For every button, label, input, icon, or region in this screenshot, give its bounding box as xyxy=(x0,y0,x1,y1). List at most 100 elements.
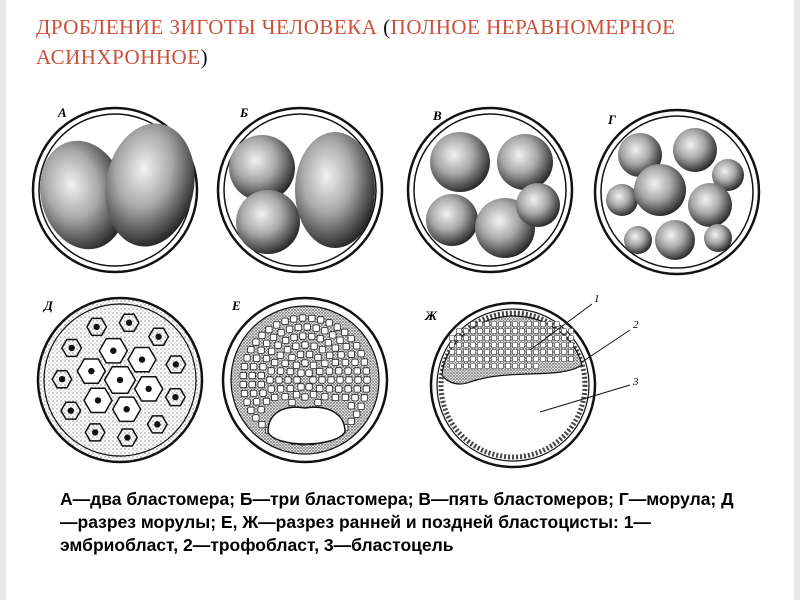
callout-line-3 xyxy=(539,384,631,413)
embryoblast-cell xyxy=(512,356,518,362)
cell-nucleus xyxy=(67,407,74,414)
embryoblast-cell xyxy=(540,321,546,327)
blastomere-cell xyxy=(333,323,341,331)
blastomere-cell xyxy=(243,354,251,362)
embryoblast-cell xyxy=(533,328,539,334)
blastomere-cell xyxy=(267,367,275,375)
embryoblast-cell xyxy=(505,335,511,341)
embryoblast-cell xyxy=(449,356,455,362)
blastomere-cell xyxy=(308,332,316,341)
blastomere-cell xyxy=(309,376,317,384)
zona-pellucida-inner xyxy=(600,115,754,269)
blastomere-cell xyxy=(276,351,284,359)
embryoblast-cell xyxy=(449,342,455,348)
blastomere xyxy=(516,183,560,227)
blastomere-cell xyxy=(299,314,307,322)
embryoblast-cell xyxy=(498,321,504,327)
cell-nucleus xyxy=(138,356,146,363)
embryoblast-cell xyxy=(449,335,455,341)
embryoblast-cell xyxy=(568,335,574,341)
blastomere-cell xyxy=(258,331,266,340)
embryoblast-cell xyxy=(533,356,539,362)
blastomere-cell xyxy=(297,383,305,391)
blastomere-cell xyxy=(314,398,322,407)
blastomere-cell xyxy=(294,323,302,332)
embryoblast-cell xyxy=(449,363,455,369)
embryoblast-cell xyxy=(526,321,532,327)
embryoblast-cell xyxy=(533,335,539,341)
blastomere xyxy=(497,134,553,190)
blastomere xyxy=(634,164,686,216)
title-open-paren: ( xyxy=(383,15,391,39)
blastomere-cell xyxy=(293,376,301,384)
embryoblast-cell xyxy=(526,335,532,341)
blastomere-cell xyxy=(281,359,289,367)
callout-label-1: 1 xyxy=(594,293,600,305)
blastomere-cell xyxy=(263,339,271,347)
panel-b: Б xyxy=(216,105,384,274)
embryoblast-cell xyxy=(484,363,490,369)
embryoblast-cell xyxy=(561,328,567,334)
embryoblast-cell xyxy=(491,321,497,327)
blastomere-cell xyxy=(325,367,334,375)
embryoblast-cell xyxy=(540,342,546,348)
blastomere-cell xyxy=(336,376,344,384)
embryoblast-cell xyxy=(491,342,497,348)
cell-nucleus xyxy=(93,323,100,331)
embryoblast-cell xyxy=(470,335,476,341)
embryoblast-cell xyxy=(554,342,560,348)
panel-v: В xyxy=(406,106,574,274)
embryoblast-cell xyxy=(505,363,511,369)
blastomere-cell xyxy=(281,336,290,345)
cell-nucleus xyxy=(172,361,180,368)
panel-a: А xyxy=(31,105,199,274)
blastomere-cell xyxy=(357,402,365,410)
embryoblast-cell xyxy=(463,328,469,334)
blastomere xyxy=(426,194,478,246)
blastomere-cell xyxy=(327,376,335,384)
embryoblast-cell xyxy=(491,335,497,341)
blastomere-cell xyxy=(329,331,337,339)
blastomere-cell xyxy=(253,354,261,362)
morula-cells xyxy=(51,313,187,447)
blastomere-cell xyxy=(257,380,265,389)
embryoblast-cell xyxy=(477,356,483,362)
blastomere-cell xyxy=(252,338,260,346)
cell-nucleus xyxy=(145,385,152,393)
blastomere-cell xyxy=(240,362,249,371)
embryoblast-cell xyxy=(505,328,511,334)
blastomere-cell xyxy=(321,359,329,367)
panel-label-zh: Ж xyxy=(424,308,438,323)
blastomere-cell xyxy=(336,336,344,344)
blastomere-cell xyxy=(301,393,309,401)
callout-label-3: 3 xyxy=(632,376,639,388)
blastomere-cell xyxy=(257,346,265,354)
blastomere-cell xyxy=(331,358,339,367)
embryoblast-cell xyxy=(554,349,560,355)
zona-pellucida-inner xyxy=(43,303,197,457)
blastomere-cell xyxy=(309,361,318,369)
blastomere-cell xyxy=(262,354,271,363)
blastomere-cell xyxy=(257,371,265,380)
embryoblast-cell xyxy=(470,321,476,327)
blastocoel-cavity xyxy=(267,406,346,445)
embryoblast-cell xyxy=(519,356,525,362)
title-line2: АСИНХРОННОЕ xyxy=(36,45,201,69)
panel-g: Г xyxy=(593,108,761,276)
blastomere-cell xyxy=(353,385,361,393)
blastomere-cell xyxy=(337,351,345,359)
blastomere-cell xyxy=(312,324,320,332)
cell-nucleus xyxy=(123,406,130,413)
blastomere-cell xyxy=(265,325,273,334)
blastomere-cell xyxy=(341,358,350,367)
blastomere-cell xyxy=(314,353,322,362)
blastomere-cell xyxy=(360,358,369,366)
cell-nucleus xyxy=(125,319,133,326)
cell-nucleus xyxy=(116,376,124,384)
blastomere-cell xyxy=(362,367,370,375)
embryoblast-cell xyxy=(477,335,483,341)
figure-caption: А—два бластомера; Б—три бластомера; В—пя… xyxy=(60,489,734,555)
blastomere xyxy=(704,224,732,252)
embryoblast-cell xyxy=(477,328,483,334)
blastomere-cell xyxy=(347,350,355,358)
